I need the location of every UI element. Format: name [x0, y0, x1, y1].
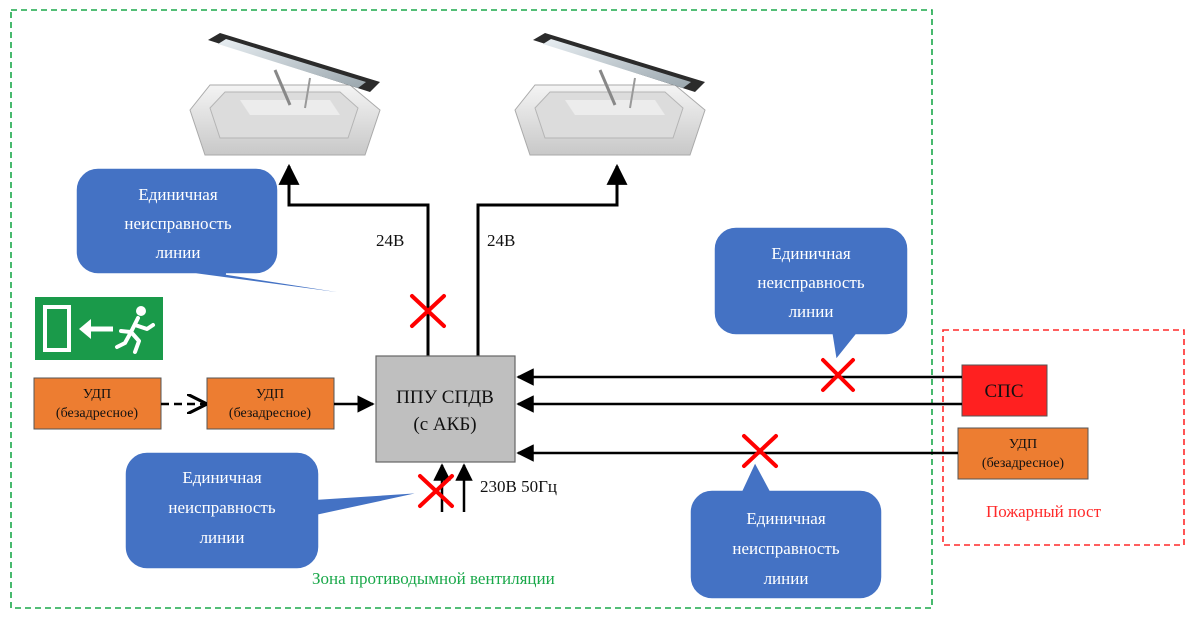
svg-text:неисправность: неисправность: [757, 273, 864, 292]
ventilation-zone: [10, 9, 933, 609]
svg-text:Единичная: Единичная: [771, 244, 851, 263]
smoke-hatch-icon: [514, 33, 706, 156]
fire-post-zone: [942, 329, 1185, 546]
udp-box-3-line1: УДП: [1009, 437, 1037, 452]
fault-callout-4: Единичная неисправность линии: [689, 460, 883, 600]
udp-box-1-line2: (безадресное): [56, 406, 139, 421]
emergency-exit-icon: [35, 297, 163, 360]
controller-label-line2: (с АКБ): [413, 414, 476, 435]
udp-box-1: [33, 377, 162, 430]
fault-callout-3: Единичная неисправность линии: [124, 451, 426, 570]
fault-mark-icon: [410, 294, 446, 328]
udp-box-1-line1: УДП: [83, 387, 111, 402]
fault-mark-icon: [821, 358, 855, 392]
sps-box: [961, 364, 1048, 417]
udp-box-2: [206, 377, 335, 430]
udp-box-3-line2: (безадресное): [982, 456, 1065, 471]
line-to-left-hatch: [278, 163, 430, 356]
udp-box-3: [957, 427, 1089, 480]
svg-text:неисправность: неисправность: [124, 214, 231, 233]
fault-mark-icon: [742, 434, 778, 468]
fault-callout-2: Единичная неисправность линии: [713, 226, 909, 362]
svg-text:линии: линии: [200, 528, 245, 547]
udp-box-2-line1: УДП: [256, 387, 284, 402]
voltage-left-hatch: 24В: [376, 231, 404, 250]
fault-mark-icon: [418, 474, 454, 508]
fault-callout-1: Единичная неисправность линии: [75, 167, 406, 303]
svg-text:линии: линии: [764, 569, 809, 588]
controller-box: [375, 355, 516, 463]
fire-post-label: Пожарный пост: [986, 502, 1102, 521]
line-to-right-hatch: [476, 163, 628, 356]
svg-text:неисправность: неисправность: [168, 498, 275, 517]
svg-text:линии: линии: [789, 302, 834, 321]
voltage-right-hatch: 24В: [487, 231, 515, 250]
svg-text:Единичная: Единичная: [182, 468, 262, 487]
sps-label: СПС: [984, 381, 1023, 402]
voltage-mains: 230В 50Гц: [480, 477, 557, 496]
ventilation-zone-label: Зона противодымной вентиляции: [312, 569, 555, 588]
svg-text:Единичная: Единичная: [138, 185, 218, 204]
smoke-hatch-icon: [189, 33, 381, 156]
svg-text:Единичная: Единичная: [746, 509, 826, 528]
udp-box-2-line2: (безадресное): [229, 406, 312, 421]
svg-text:линии: линии: [156, 243, 201, 262]
controller-label-line1: ППУ СПДВ: [396, 387, 494, 408]
svg-text:неисправность: неисправность: [732, 539, 839, 558]
